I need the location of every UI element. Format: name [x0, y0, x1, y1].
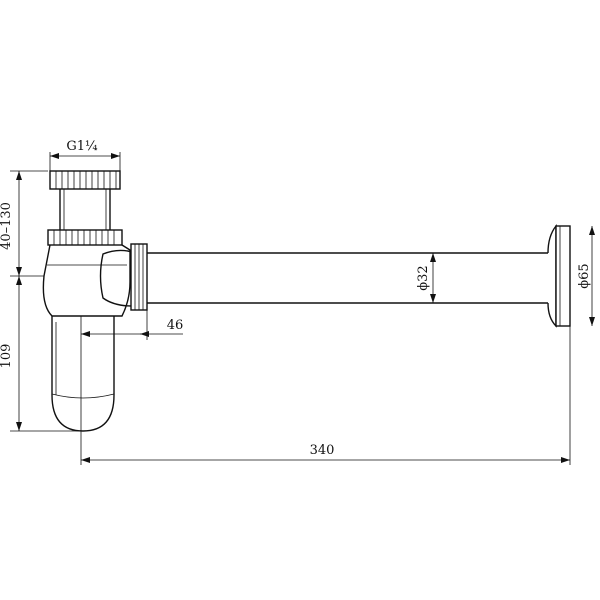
- middle-nut: [47, 229, 123, 246]
- dim-pipe-diameter: ϕ32: [416, 253, 436, 303]
- dim-total-length-label: 340: [310, 443, 335, 458]
- top-thread-connector: [49, 170, 121, 190]
- top-thread-ribs: [55, 171, 117, 189]
- bottle-trap: [42, 170, 148, 432]
- dim-flange-diameter: ϕ65: [577, 226, 595, 326]
- dim-pipe-diameter-label: ϕ32: [416, 265, 431, 290]
- inlet-tube: [59, 189, 111, 230]
- middle-nut-ribs: [53, 230, 115, 245]
- side-outlet-connector: [99, 243, 148, 311]
- dim-total-length: 340: [81, 326, 571, 465]
- dim-height-adjust: 40–130: [0, 170, 48, 277]
- wall-flange: [547, 224, 571, 328]
- dim-trap-depth: 109: [0, 276, 80, 432]
- dim-flange-diameter-label: ϕ65: [577, 263, 592, 288]
- dim-inlet-offset: 46: [80, 310, 184, 465]
- outlet-pipe: [147, 252, 548, 304]
- trap-bottle-cup: [51, 316, 115, 432]
- trap-upper-body: [42, 244, 131, 317]
- dim-top-thread: G1¼: [49, 139, 121, 171]
- dim-inlet-offset-label: 46: [167, 318, 184, 333]
- dim-top-thread-label: G1¼: [66, 139, 98, 154]
- dim-trap-depth-label: 109: [0, 344, 14, 369]
- dim-height-adjust-label: 40–130: [0, 202, 14, 250]
